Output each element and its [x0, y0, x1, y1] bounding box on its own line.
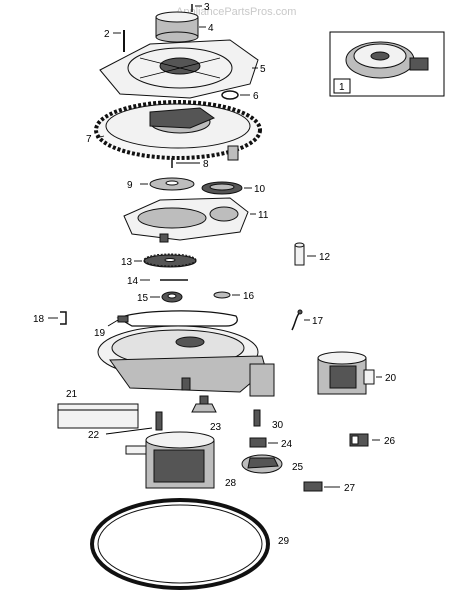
part-25-turbidity-sensor[interactable]: 25 [241, 454, 304, 474]
callout-7: 7 [86, 134, 92, 145]
part-3-pin[interactable]: 3 [191, 2, 210, 13]
watermark-text: AppliancePartsPros.com [176, 6, 296, 18]
callout-21: 21 [66, 389, 78, 400]
callout-2: 2 [104, 29, 110, 40]
part-14-spring[interactable]: 14 [127, 276, 188, 287]
part-24-sensor[interactable]: 24 [249, 437, 293, 450]
callout-10: 10 [254, 184, 266, 195]
part-7-gear-ring[interactable]: 7 [86, 100, 262, 161]
part-26-switch[interactable]: 26 [349, 433, 396, 447]
part-27-connector[interactable]: 27 [303, 481, 356, 494]
part-22-pin[interactable]: 22 [88, 411, 163, 441]
callout-8: 8 [203, 159, 209, 170]
callout-17: 17 [312, 316, 324, 327]
part-5-top-cover[interactable]: 5 [99, 39, 266, 99]
part-29-gasket[interactable]: 29 [90, 498, 290, 590]
callout-23: 23 [210, 422, 222, 433]
inset-assembly-box[interactable]: 1 [329, 31, 445, 97]
callout-20: 20 [385, 373, 397, 384]
callout-19: 19 [94, 328, 106, 339]
callout-6: 6 [253, 91, 259, 102]
part-16-washer[interactable]: 16 [213, 291, 255, 302]
part-30-fitting[interactable]: 30 [253, 409, 284, 431]
part-17-probe[interactable]: 17 [291, 309, 324, 331]
part-11-pump-housing[interactable]: 11 [123, 197, 269, 243]
part-28-drain-pump[interactable]: 28 [125, 431, 237, 489]
callout-11: 11 [258, 210, 269, 221]
callout-30: 30 [272, 420, 284, 431]
part-8-pin[interactable]: 8 [171, 158, 209, 170]
callout-27: 27 [344, 483, 356, 494]
sump-base[interactable] [97, 325, 275, 397]
callout-3: 3 [204, 2, 210, 13]
part-13-chopper-blade[interactable]: 13 [121, 253, 197, 268]
callout-28: 28 [225, 478, 237, 489]
callout-4: 4 [208, 23, 214, 34]
part-9-washer[interactable]: 9 [127, 177, 195, 191]
callout-13: 13 [121, 257, 133, 268]
part-19-heater-wire[interactable]: 19 [94, 310, 238, 339]
part-20-pump-motor[interactable]: 20 [317, 351, 397, 395]
callout-1: 1 [339, 82, 345, 93]
callout-26: 26 [384, 436, 396, 447]
part-15-seal[interactable]: 15 [137, 291, 183, 304]
callout-9: 9 [127, 180, 133, 191]
callout-24: 24 [281, 439, 293, 450]
part-4-hub[interactable]: 4 [155, 11, 214, 43]
part-21-filter[interactable]: 21 [57, 389, 139, 429]
part-10-impeller[interactable]: 10 [201, 181, 266, 195]
part-12-tube[interactable]: 12 [294, 242, 331, 266]
callout-22: 22 [88, 430, 100, 441]
callout-14: 14 [127, 276, 139, 287]
callout-12: 12 [319, 252, 331, 263]
part-23-nozzle[interactable]: 23 [191, 395, 222, 433]
callout-29: 29 [278, 536, 290, 547]
part-6-o-ring[interactable]: 6 [221, 90, 259, 102]
callout-25: 25 [292, 462, 304, 473]
part-2-screw[interactable]: 2 [104, 29, 125, 52]
part-18-clip[interactable]: 18 [33, 311, 67, 325]
callout-15: 15 [137, 293, 149, 304]
callout-5: 5 [260, 64, 266, 75]
callout-18: 18 [33, 314, 45, 325]
callout-16: 16 [243, 291, 255, 302]
